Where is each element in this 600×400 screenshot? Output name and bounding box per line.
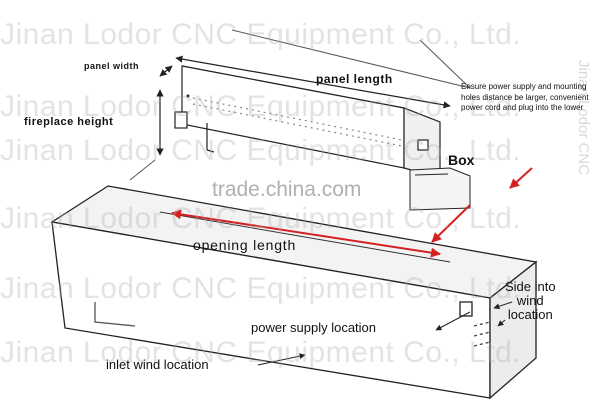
- inlet-wind-location-label: inlet wind location: [106, 357, 209, 372]
- mounting-note: Ensure power supply and mounting holes d…: [461, 82, 589, 112]
- panel-width-label: panel width: [84, 61, 139, 71]
- fireplace-height-label: fireplace height: [24, 116, 114, 128]
- opening-length-label: opening length: [193, 237, 297, 253]
- burner-insert: [174, 65, 441, 179]
- dimension-arrows: [156, 55, 451, 156]
- box-label: Box: [448, 152, 475, 168]
- power-supply-location-label: power supply location: [251, 320, 377, 335]
- panel-length-label: panel length: [316, 72, 393, 86]
- red-arrows: [171, 167, 533, 258]
- leader-lines: [257, 301, 513, 366]
- power-box: [409, 167, 471, 211]
- side-wind-location-label: Side into wind location: [505, 279, 556, 322]
